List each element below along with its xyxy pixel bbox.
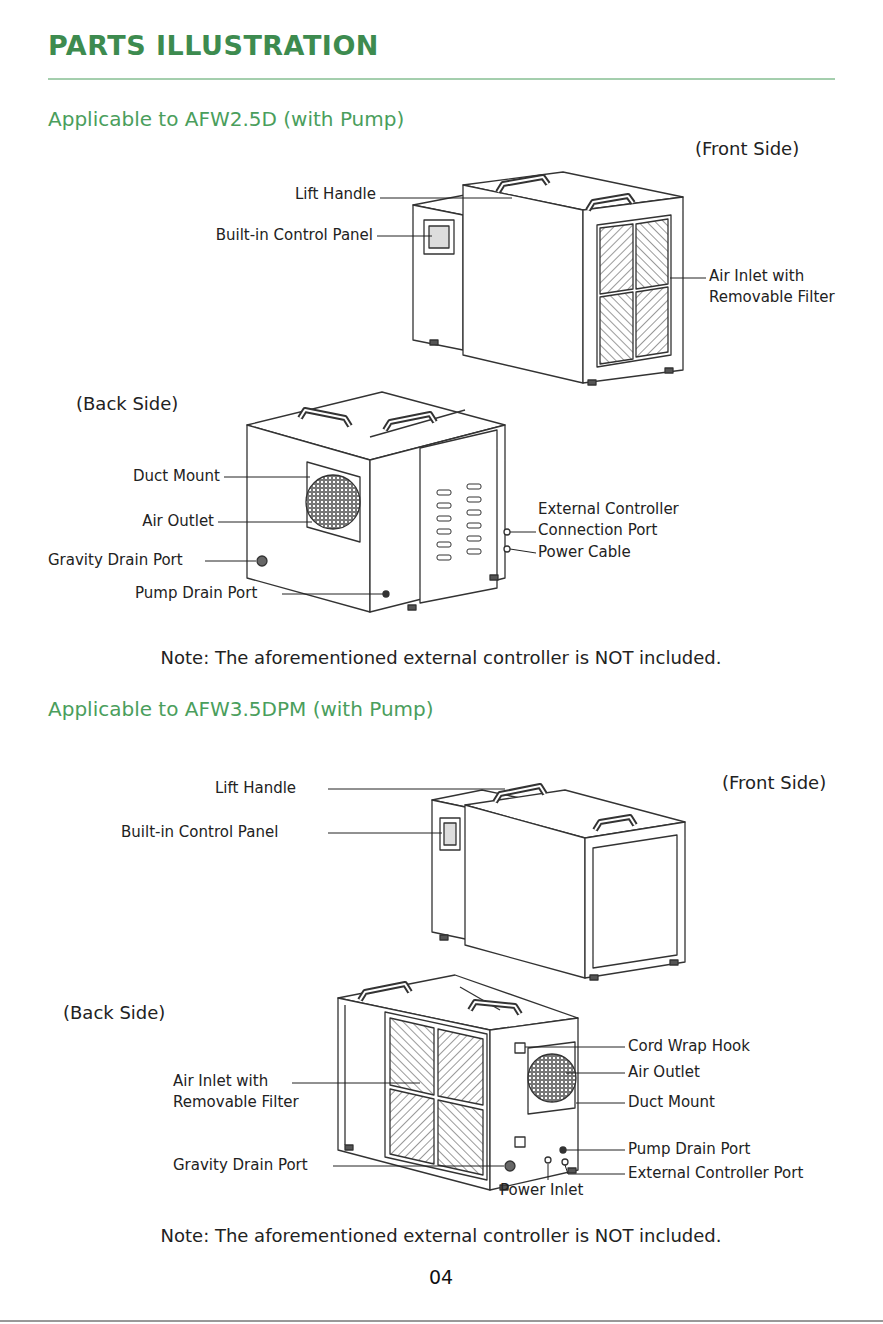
part-label: Built-in Control Panel — [153, 225, 373, 246]
part-label: Built-in Control Panel — [121, 822, 341, 843]
part-label: Air Outlet — [54, 511, 214, 532]
view-label: (Back Side) — [63, 1000, 223, 1025]
title-rule — [48, 79, 835, 80]
view-label: (Front Side) — [695, 136, 855, 161]
part-label: Air Inlet with Removable Filter — [173, 1071, 333, 1113]
view-label: (Back Side) — [76, 391, 236, 416]
page-number: 04 — [391, 1264, 491, 1291]
part-label: Air Outlet — [628, 1062, 828, 1083]
part-label: External Controller Port — [628, 1163, 868, 1184]
note: Note: The aforementioned external contro… — [61, 1223, 821, 1248]
part-label: Pump Drain Port — [628, 1139, 828, 1160]
section-heading: Applicable to AFW3.5DPM (with Pump) — [48, 695, 548, 723]
view-label: (Front Side) — [722, 770, 882, 795]
part-label: Cord Wrap Hook — [628, 1036, 828, 1057]
unit-2-front — [432, 786, 685, 980]
part-label: Gravity Drain Port — [48, 550, 218, 571]
part-label: External Controller Connection Port — [538, 499, 723, 541]
page-title: PARTS ILLUSTRATION — [48, 27, 379, 65]
part-label: Duct Mount — [60, 466, 220, 487]
unit-1-back — [247, 392, 510, 612]
part-label: Lift Handle — [176, 184, 376, 205]
part-label: Power Inlet — [500, 1180, 630, 1201]
part-label: Duct Mount — [628, 1092, 828, 1113]
part-label: Air Inlet with Removable Filter — [709, 266, 869, 308]
part-label: Power Cable — [538, 542, 698, 563]
section-heading: Applicable to AFW2.5D (with Pump) — [48, 105, 548, 133]
part-label: Gravity Drain Port — [173, 1155, 343, 1176]
note: Note: The aforementioned external contro… — [61, 645, 821, 670]
page-rule — [0, 1321, 883, 1322]
part-label: Pump Drain Port — [135, 583, 295, 604]
leader-lines — [205, 198, 706, 1180]
unit-1-front — [413, 172, 683, 385]
part-label: Lift Handle — [215, 778, 375, 799]
